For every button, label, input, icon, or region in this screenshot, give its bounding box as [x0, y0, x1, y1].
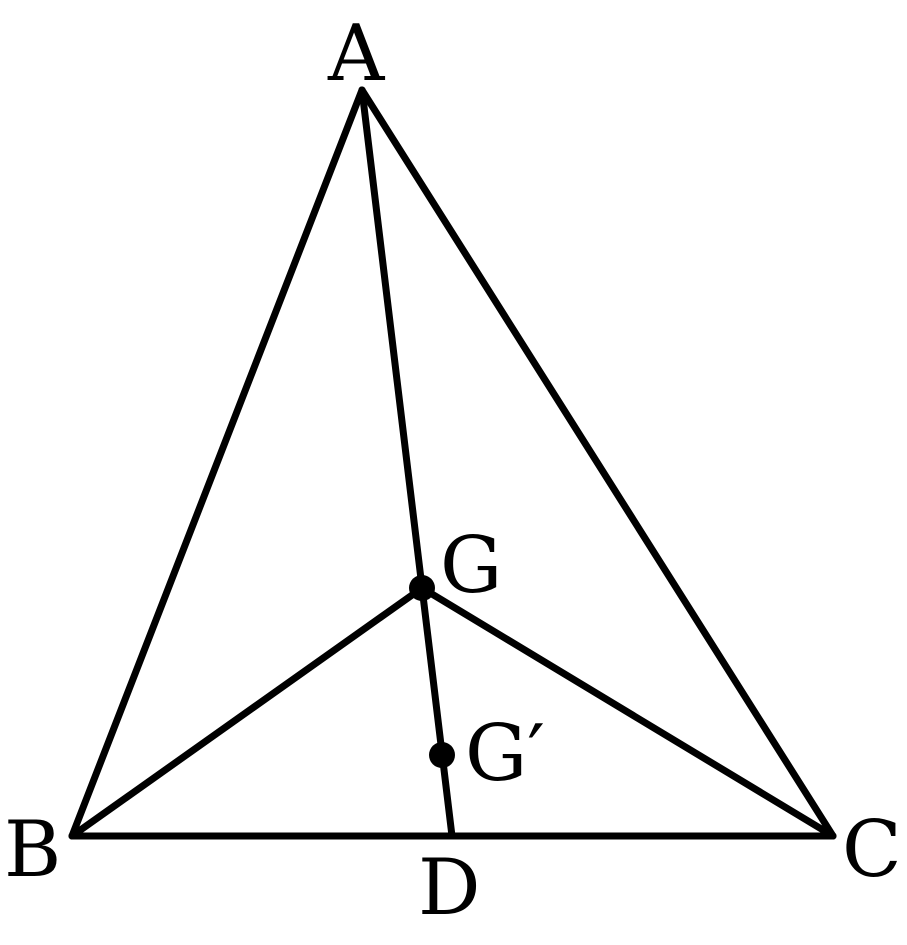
point-g: [409, 575, 435, 601]
segment-gb: [68, 584, 426, 840]
label-d: D: [418, 843, 481, 933]
side-ab: [68, 86, 366, 840]
segment-gc: [418, 584, 837, 840]
side-ac: [358, 86, 837, 840]
label-g-prime: G′: [465, 709, 545, 799]
label-b: B: [4, 805, 61, 895]
label-c: C: [842, 805, 902, 895]
label-a: A: [327, 9, 386, 99]
label-g: G: [440, 521, 502, 611]
point-g-prime: [429, 742, 455, 768]
median-ad: [358, 86, 456, 840]
